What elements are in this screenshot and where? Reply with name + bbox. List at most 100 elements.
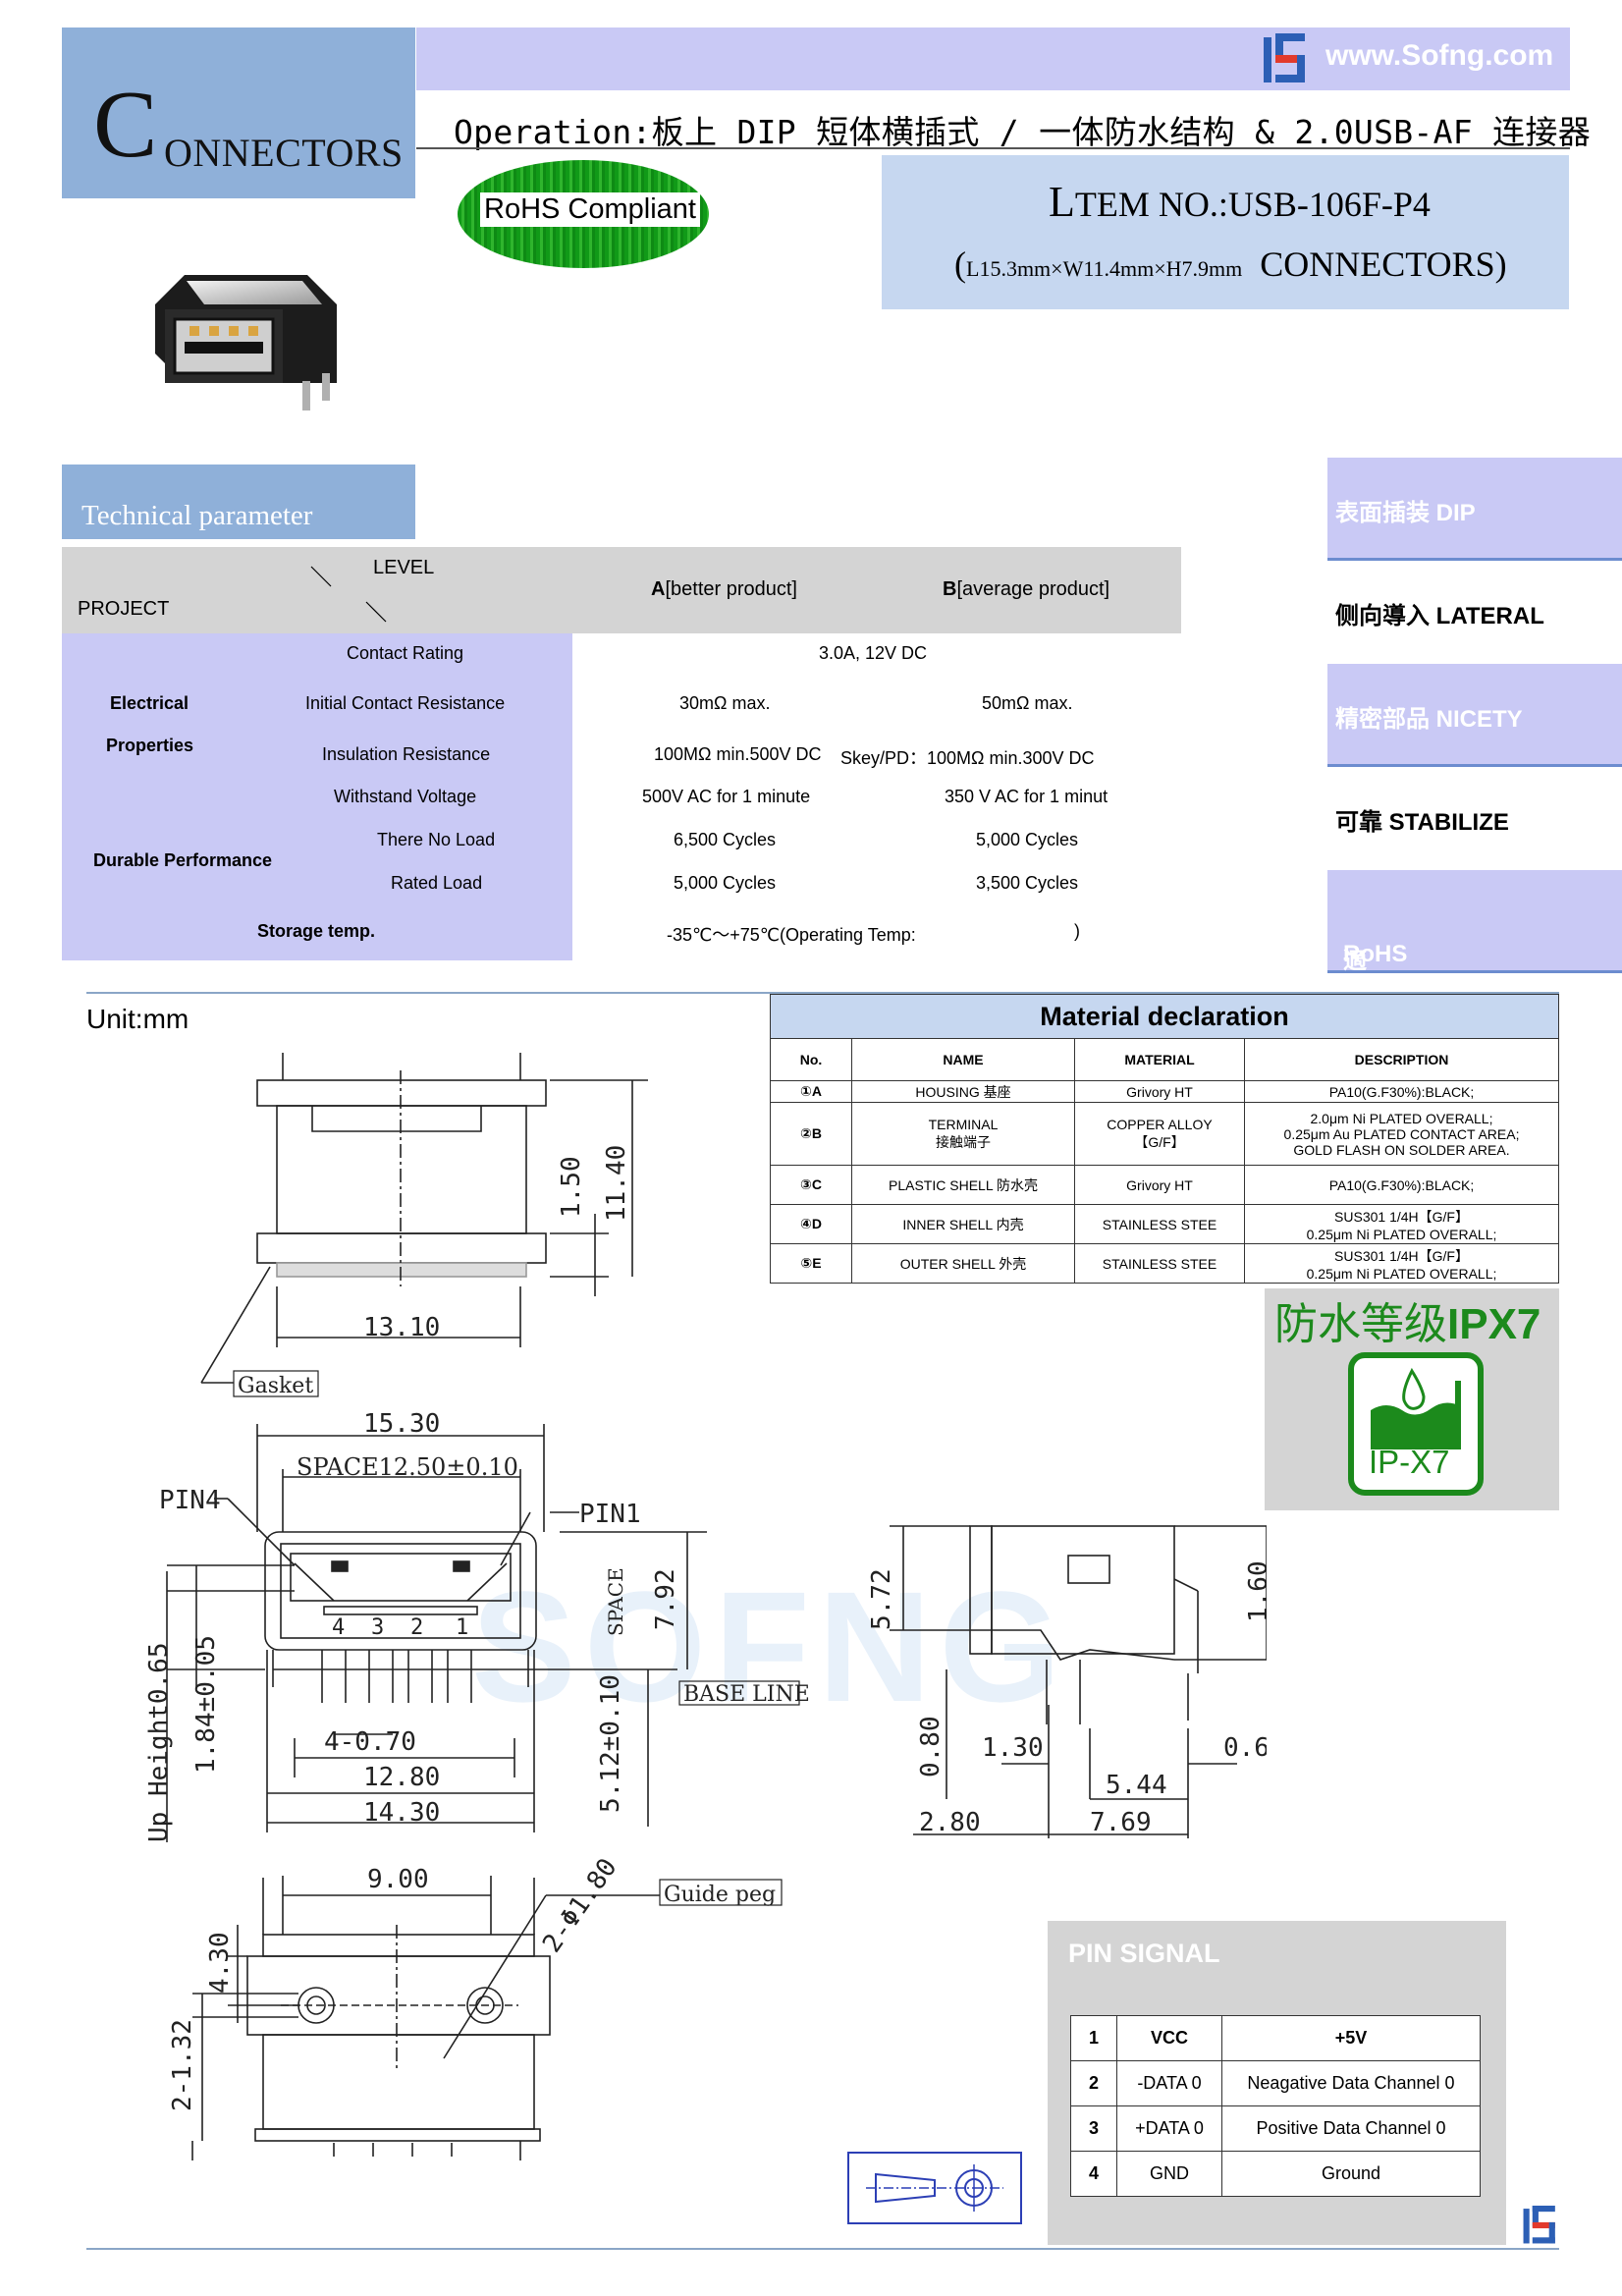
pin-signal: VCC	[1116, 2015, 1222, 2061]
svg-text:5.12±0.10: 5.12±0.10	[596, 1674, 625, 1813]
param-label: There No Load	[377, 830, 496, 849]
param-value-b: 3,500 Cycles	[976, 873, 1079, 893]
logo-initial: C	[93, 72, 158, 178]
param-value-b: Skey/PD：100MΩ min.300V DC	[840, 748, 1095, 768]
tech-table-header: LEVEL PROJECT A[better product] B[averag…	[62, 547, 1181, 633]
svg-text:PIN4: PIN4	[159, 1486, 221, 1515]
storage-value: -35℃～+75℃(Operating Temp:	[667, 925, 916, 945]
top-view-drawing	[200, 1053, 648, 1397]
pin-signal: GND	[1116, 2151, 1222, 2197]
product-photo	[155, 275, 337, 410]
svg-text:13.10: 13.10	[363, 1313, 440, 1342]
tag-stabilize: 可靠 STABILIZE	[1327, 767, 1622, 867]
svg-text:3: 3	[371, 1615, 384, 1640]
tag-text: 侧向導入 LATERAL	[1335, 603, 1544, 629]
mat-name: PLASTIC SHELL 防水壳	[851, 1165, 1075, 1205]
svg-text:Up Height0.65: Up Height0.65	[144, 1643, 174, 1843]
item-prefix: L	[1049, 178, 1075, 226]
tech-section-header: Technical parameter	[62, 465, 415, 539]
dim-open: (	[954, 245, 966, 284]
section-divider	[86, 992, 1559, 994]
sofng-logo-icon	[1264, 33, 1305, 82]
mat-desc: SUS301 1/4H【G/F】0.25μm Ni PLATED OVERALL…	[1244, 1204, 1559, 1244]
svg-text:15.30: 15.30	[363, 1409, 440, 1439]
material-title: Material declaration	[770, 994, 1559, 1039]
header-bar	[416, 27, 1570, 90]
mat-material: STAINLESS STEE	[1074, 1204, 1245, 1244]
tech-table-label-column	[62, 633, 572, 960]
table-row: ④D INNER SHELL 内壳 STAINLESS STEE SUS301 …	[770, 1204, 1559, 1244]
group-electrical: Electrical	[110, 693, 189, 713]
mat-desc: 2.0μm Ni PLATED OVERALL;0.25μm Au PLATED…	[1244, 1102, 1559, 1166]
svg-text:11.40: 11.40	[602, 1145, 631, 1222]
svg-text:14.30: 14.30	[363, 1798, 440, 1828]
svg-text:12.80: 12.80	[363, 1763, 440, 1792]
pin-number: 4	[1070, 2151, 1117, 2197]
side-view-dims: 5.72 1.60 0.80 1.30 0.65 5.44 2.80 7.69	[867, 1560, 1267, 1837]
mat-material: COPPER ALLOY【G/F】	[1074, 1102, 1245, 1166]
svg-text:2.80: 2.80	[919, 1808, 981, 1837]
water-drop-icon	[1348, 1352, 1484, 1496]
svg-text:0.65: 0.65	[1223, 1733, 1267, 1763]
tag-text: 可靠 STABILIZE	[1335, 809, 1509, 836]
param-label: Rated Load	[391, 873, 483, 893]
item-info-box	[882, 155, 1569, 309]
svg-text:SPACE12.50±0.10: SPACE12.50±0.10	[297, 1453, 518, 1481]
param-value-a: 100MΩ min.500V DC	[654, 744, 822, 764]
mat-no: ⑤E	[770, 1243, 852, 1284]
svg-text:1.84±0.05: 1.84±0.05	[191, 1635, 221, 1774]
item-number: LTEM NO.:USB-106F-P4	[1049, 177, 1431, 227]
mat-col-no: No.	[770, 1038, 852, 1081]
group-durable: Durable Performance	[93, 850, 273, 870]
bottom-view-drawing	[191, 1876, 783, 2160]
tag-dip: 表面插装 DIP	[1327, 458, 1622, 561]
table-row: ③C PLASTIC SHELL 防水壳 Grivory HT PA10(G.F…	[770, 1165, 1559, 1205]
pin-description: Ground	[1221, 2151, 1481, 2197]
col-a: A[better product]	[651, 578, 797, 600]
website-link[interactable]: www.Sofng.com	[1325, 39, 1554, 72]
mat-desc: SUS301 1/4H【G/F】0.25μm Ni PLATED OVERALL…	[1244, 1243, 1559, 1284]
svg-text:2: 2	[410, 1615, 423, 1640]
table-row: ①A HOUSING 基座 Grivory HT PA10(G.F30%):BL…	[770, 1080, 1559, 1103]
param-value-a: 30mΩ max.	[679, 693, 771, 713]
svg-text:PIN1: PIN1	[579, 1500, 641, 1529]
group-properties: Properties	[106, 736, 194, 755]
header-logo-block: C ONNECTORS	[62, 27, 415, 198]
footer-divider	[86, 2248, 1559, 2250]
param-value-a: 500V AC for 1 minute	[642, 787, 811, 806]
mat-col-name: NAME	[851, 1038, 1075, 1081]
svg-text:2-1.32: 2-1.32	[168, 2019, 197, 2111]
pin-description: +5V	[1221, 2015, 1481, 2061]
pin-number: 3	[1070, 2105, 1117, 2152]
tag-text: 精密部品 NICETY	[1335, 706, 1523, 733]
side-view-drawing	[890, 1525, 1267, 1838]
pin-number: 2	[1070, 2060, 1117, 2106]
storage-label: Storage temp.	[257, 921, 376, 941]
material-table: Material declaration No. NAME MATERIAL D…	[770, 994, 1559, 1284]
svg-text:4-0.70: 4-0.70	[324, 1727, 416, 1757]
param-value-b: 350 V AC for 1 minut	[945, 787, 1108, 806]
svg-text:9.00: 9.00	[367, 1865, 429, 1894]
param-value-a: 3.0A, 12V DC	[819, 643, 928, 663]
svg-text:4.30: 4.30	[205, 1932, 235, 1994]
pin-description: Positive Data Channel 0	[1221, 2105, 1481, 2152]
param-value-a: 6,500 Cycles	[674, 830, 777, 849]
unit-label: Unit:mm	[86, 1004, 189, 1034]
dim-text: L15.3mm×W11.4mm×H7.9mm	[966, 256, 1243, 281]
mat-material: STAINLESS STEE	[1074, 1243, 1245, 1284]
svg-text:5.72: 5.72	[867, 1568, 896, 1630]
mat-desc: PA10(G.F30%):BLACK;	[1244, 1165, 1559, 1205]
operation-title: Operation:板上 DIP 短体横插式 / 一体防水结构 & 2.0USB…	[454, 113, 1591, 151]
bottom-view-dims: 9.00 2-Φ1.80 4.30 2-1.32 Guide peg	[168, 1853, 776, 2111]
pin-signal: +DATA 0	[1116, 2105, 1222, 2152]
sofng-logo-icon	[1523, 2206, 1555, 2244]
svg-text:4: 4	[332, 1615, 345, 1640]
pin-description: Neagative Data Channel 0	[1221, 2060, 1481, 2106]
svg-text:Guide peg: Guide peg	[664, 1883, 776, 1907]
